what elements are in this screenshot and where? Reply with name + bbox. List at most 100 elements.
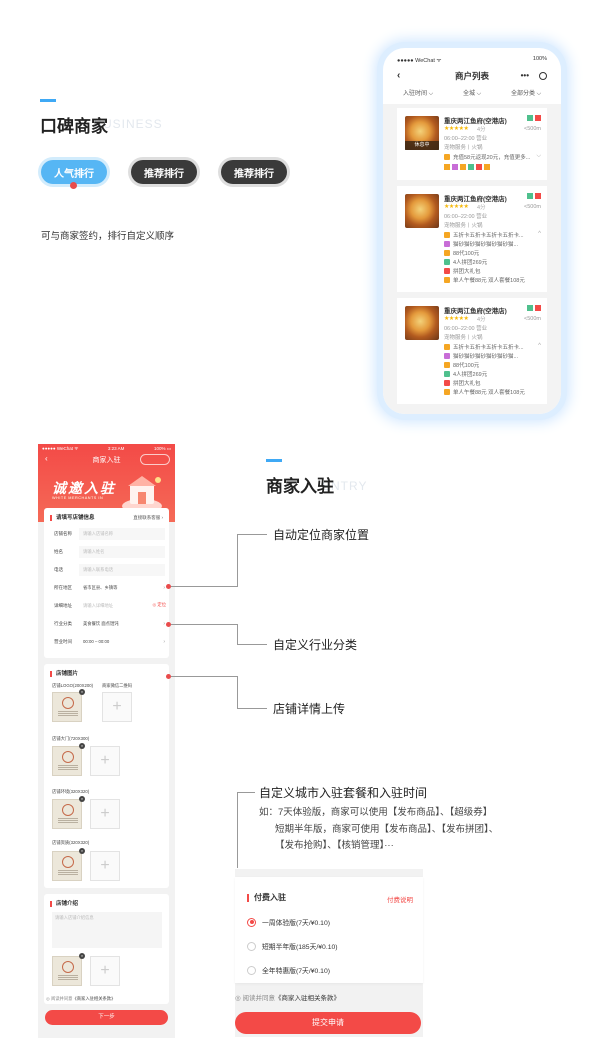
filter-join-time[interactable]: 入驻时间 ⌵ bbox=[403, 91, 434, 97]
promo-item: 88代100元 bbox=[444, 249, 479, 257]
add-image-button[interactable]: + bbox=[90, 851, 120, 881]
promo-item: 猫砂猫砂猫砂猫砂猫砂猫... bbox=[444, 240, 518, 248]
field-label: 详细地址 bbox=[54, 603, 72, 608]
popularity-rank-button[interactable]: 人气排行 bbox=[41, 160, 107, 184]
connector-line bbox=[171, 676, 238, 677]
field-shop-name: 店铺名称 请输入店铺名称 bbox=[44, 527, 169, 543]
merchant-category: 宠物服务丨火锅 bbox=[444, 145, 483, 151]
radio-checked-icon[interactable] bbox=[247, 917, 256, 927]
rating-stars: ★★★★★ bbox=[444, 204, 469, 210]
banner-title: 诚邀入驻 bbox=[52, 480, 116, 496]
plan-option-weekly[interactable]: 一周体验版(7天/¥0.10) bbox=[247, 917, 330, 927]
address-input[interactable]: 请输入详细地址 bbox=[79, 600, 149, 612]
payment-info-link[interactable]: 付费说明 bbox=[387, 897, 413, 904]
promo-chips bbox=[444, 164, 490, 170]
agreement-checkbox[interactable]: ◎ 阅读并同意《商家入驻相关条款》 bbox=[235, 995, 340, 1002]
distance: <500m bbox=[524, 204, 541, 210]
promo-item: 猫砂猫砂猫砂猫砂猫砂猫... bbox=[444, 352, 518, 360]
delete-icon[interactable]: × bbox=[79, 796, 85, 802]
field-region[interactable]: 所在地区 省市区县、乡镇等 › bbox=[44, 581, 169, 597]
back-icon[interactable]: ‹ bbox=[45, 454, 48, 463]
promo-item: 充值58元返现20元，充值更多... bbox=[444, 153, 530, 161]
merchant-card[interactable]: 重庆两江鱼府(空港店) ★★★★★ 4分 <500m 06:00–22:00 营… bbox=[397, 298, 547, 404]
merchant-tags bbox=[527, 115, 541, 121]
certificate-thumbnail[interactable] bbox=[52, 851, 82, 881]
plan-option-halfyear[interactable]: 短期半年版(185天/¥0.10) bbox=[247, 941, 338, 951]
indicator-dot bbox=[70, 182, 77, 189]
region-select[interactable]: 省市区县、乡镇等 bbox=[79, 582, 165, 594]
plan-option-yearly[interactable]: 全年特惠版(7天/¥0.10) bbox=[247, 965, 330, 975]
section-title: 口碑商家 bbox=[40, 117, 108, 136]
agreement-checkbox[interactable]: ◎ 阅读并同意《商家入驻相关条款》 bbox=[46, 996, 116, 1001]
connector-dot bbox=[166, 674, 171, 679]
filter-bar: 入驻时间 ⌵ 全城 ⌵ 全部分类 ⌵ bbox=[383, 88, 561, 102]
add-image-button[interactable]: + bbox=[90, 746, 120, 776]
mini-capsule[interactable] bbox=[140, 454, 170, 465]
image-label: 店铺资质(320X320) bbox=[52, 840, 90, 845]
field-name: 姓名 请输入姓名 bbox=[44, 545, 169, 561]
merchant-card[interactable]: 休息中 重庆两江鱼府(空港店) ★★★★★ 4分 <500m 06:00–22:… bbox=[397, 108, 547, 180]
status-bar: ●●●●● WeChat ᯤ 3:23 AM 100% ▭ bbox=[42, 446, 171, 452]
submit-button[interactable]: 提交申请 bbox=[235, 1012, 421, 1034]
terms-link[interactable]: 《商家入驻相关条款》 bbox=[72, 996, 116, 1001]
delete-icon[interactable]: × bbox=[79, 953, 85, 959]
field-hours[interactable]: 营业时间 00:00 – 00:00 › bbox=[44, 635, 169, 651]
status-battery: 100% bbox=[532, 56, 547, 62]
annotation-industry: 自定义行业分类 bbox=[273, 638, 358, 652]
next-step-button[interactable]: 下一步 bbox=[45, 1010, 168, 1025]
collapse-icon[interactable]: ^ bbox=[538, 343, 541, 349]
add-image-button[interactable]: + bbox=[90, 799, 120, 829]
delete-icon[interactable]: × bbox=[79, 689, 85, 695]
field-label: 电话 bbox=[54, 567, 63, 572]
name-input[interactable]: 请输入姓名 bbox=[79, 546, 165, 558]
merchant-card[interactable]: 重庆两江鱼府(空港店) ★★★★★ 4分 <500m 06:00–22:00 营… bbox=[397, 186, 547, 292]
nav-bar: ‹ 商户列表 ••• bbox=[383, 66, 561, 86]
add-image-button[interactable]: + bbox=[102, 692, 132, 722]
distance: <500m bbox=[524, 126, 541, 132]
field-industry[interactable]: 行业分类 美食餐饮 面点馄饨 › bbox=[44, 617, 169, 633]
collapse-icon[interactable]: ^ bbox=[538, 231, 541, 237]
merchant-category: 宠物服务丨火锅 bbox=[444, 335, 483, 341]
status-time: 3:23 AM bbox=[107, 446, 125, 451]
merchant-thumbnail bbox=[405, 306, 439, 340]
delete-icon[interactable]: × bbox=[79, 848, 85, 854]
rating-stars: ★★★★★ bbox=[444, 126, 469, 132]
merchant-tags bbox=[527, 305, 541, 311]
certificate-thumbnail[interactable] bbox=[52, 956, 82, 986]
certificate-thumbnail[interactable] bbox=[52, 692, 82, 722]
example-line-1: 如：7天体验版，商家可以使用【发布商品】、【超级券】 bbox=[259, 807, 493, 818]
field-label: 姓名 bbox=[54, 549, 63, 554]
filter-category[interactable]: 全部分类 ⌵ bbox=[511, 91, 542, 97]
chevron-right-icon: › bbox=[163, 621, 165, 627]
banner-subtitle: WHITE MERCHANTS IN bbox=[52, 496, 104, 500]
page-title: 商户列表 bbox=[454, 71, 489, 81]
certificate-thumbnail[interactable] bbox=[52, 799, 82, 829]
shop-name-input[interactable]: 请输入店铺名称 bbox=[79, 528, 165, 540]
add-image-button[interactable]: + bbox=[90, 956, 120, 986]
phone-input[interactable]: 请输入联系电话 bbox=[79, 564, 165, 576]
rating-score: 4分 bbox=[477, 317, 486, 323]
certificate-thumbnail[interactable] bbox=[52, 746, 82, 776]
recommend-rank-button[interactable]: 推荐排行 bbox=[131, 160, 197, 184]
back-icon[interactable]: ‹ bbox=[397, 70, 401, 81]
hours-select[interactable]: 00:00 – 00:00 bbox=[79, 636, 165, 648]
more-icon[interactable]: ••• bbox=[520, 71, 529, 80]
radio-icon[interactable] bbox=[247, 941, 256, 951]
industry-select[interactable]: 美食餐饮 面点馄饨 bbox=[79, 618, 165, 630]
merchant-name: 重庆两江鱼府(空港店) bbox=[444, 308, 507, 315]
delete-icon[interactable]: × bbox=[79, 743, 85, 749]
expand-icon[interactable]: ⌵ bbox=[536, 153, 541, 159]
annotation-packages: 自定义城市入驻套餐和入驻时间 bbox=[259, 786, 428, 800]
promo-item: 五折卡五折卡五折卡五折卡... bbox=[444, 343, 524, 351]
locate-button[interactable]: ◎ 定位 bbox=[152, 602, 166, 607]
radio-icon[interactable] bbox=[247, 965, 256, 975]
close-mini-icon[interactable] bbox=[539, 72, 547, 80]
intro-textarea[interactable]: 请输入店铺介绍信息 bbox=[52, 912, 162, 948]
contact-service-link[interactable]: 直接联系客服 › bbox=[133, 515, 163, 520]
recommend-rank-button-2[interactable]: 推荐排行 bbox=[221, 160, 287, 184]
form-title: 请填写店铺信息 bbox=[50, 515, 95, 521]
shop-images-section: 店铺图片 店铺LOGO(200X200) 商家微信二维码 × + 店铺大门(72… bbox=[44, 664, 169, 888]
filter-city[interactable]: 全城 ⌵ bbox=[463, 91, 482, 97]
promo-item: 单人午餐88元 双人套餐108元 bbox=[444, 388, 525, 396]
terms-link[interactable]: 《商家入驻相关条款》 bbox=[274, 995, 340, 1002]
